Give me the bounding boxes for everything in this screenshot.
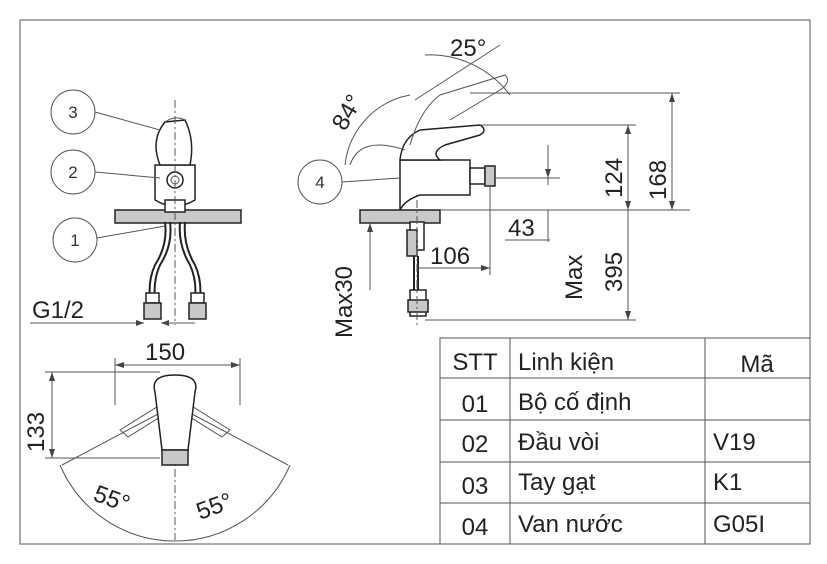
dim-angle-25: 25° — [450, 35, 486, 62]
side-lever — [399, 124, 485, 161]
table-row-4-part: Van nước — [518, 511, 623, 538]
front-view: G1/2 3 2 1 — [30, 89, 242, 326]
dim-angle-84: 84° — [327, 90, 369, 135]
parts-table: STT Linh kiện Mã 01 Bộ cố định 02 Đầu vò… — [439, 337, 811, 545]
dim-106: 106 — [430, 243, 470, 270]
dim-150: 150 — [145, 339, 185, 366]
dim-angle-right: 55° — [193, 488, 236, 526]
top-aerator — [161, 449, 189, 466]
front-hose-left — [148, 221, 167, 301]
dim-168: 168 — [645, 160, 672, 200]
front-lever — [155, 119, 193, 166]
dim-133: 133 — [23, 412, 50, 452]
balloon-1 — [52, 217, 98, 263]
side-spout-tip — [484, 165, 496, 187]
side-mounting-plate — [359, 209, 441, 224]
dim-395: 395 — [601, 252, 628, 292]
dim-43: 43 — [508, 215, 535, 242]
top-lever — [153, 374, 197, 451]
side-view: 4 25° 84° 168 124 43 106 — [297, 35, 690, 338]
table-header-stt: STT — [452, 349, 498, 376]
svg-text:4: 4 — [315, 173, 324, 192]
svg-text:2: 2 — [68, 163, 77, 182]
table-row-2-stt: 02 — [462, 431, 489, 458]
table-row-1-part: Bộ cố định — [518, 389, 631, 416]
table-row-3-stt: 03 — [462, 473, 489, 500]
top-view: 150 133 55° 55° — [23, 339, 291, 542]
dim-thread: G1/2 — [32, 297, 84, 324]
table-row-4-code: G05I — [713, 511, 765, 538]
side-body — [399, 159, 471, 211]
table-row-3-code: K1 — [713, 469, 742, 496]
table-row-2-code: V19 — [713, 429, 756, 456]
table-row-3-part: Tay gạt — [518, 469, 596, 496]
table-header-part: Linh kiện — [518, 349, 614, 376]
dim-angle-left: 55° — [90, 480, 133, 518]
drawing-frame — [19, 19, 811, 545]
dim-max-label: Max — [561, 255, 588, 300]
front-hose-right — [178, 221, 197, 301]
swing-arc — [59, 464, 291, 542]
table-row-2-part: Đầu vòi — [518, 429, 599, 456]
dim-124: 124 — [601, 158, 628, 198]
table-row-4-stt: 04 — [462, 514, 489, 541]
table-row-1-stt: 01 — [462, 391, 489, 418]
svg-text:3: 3 — [68, 103, 77, 122]
balloon-4 — [297, 159, 343, 205]
table-header-code: Mã — [740, 351, 774, 378]
balloon-2 — [50, 149, 96, 195]
dim-max30: Max30 — [331, 266, 358, 338]
svg-text:1: 1 — [70, 231, 79, 250]
balloon-3 — [50, 89, 96, 135]
